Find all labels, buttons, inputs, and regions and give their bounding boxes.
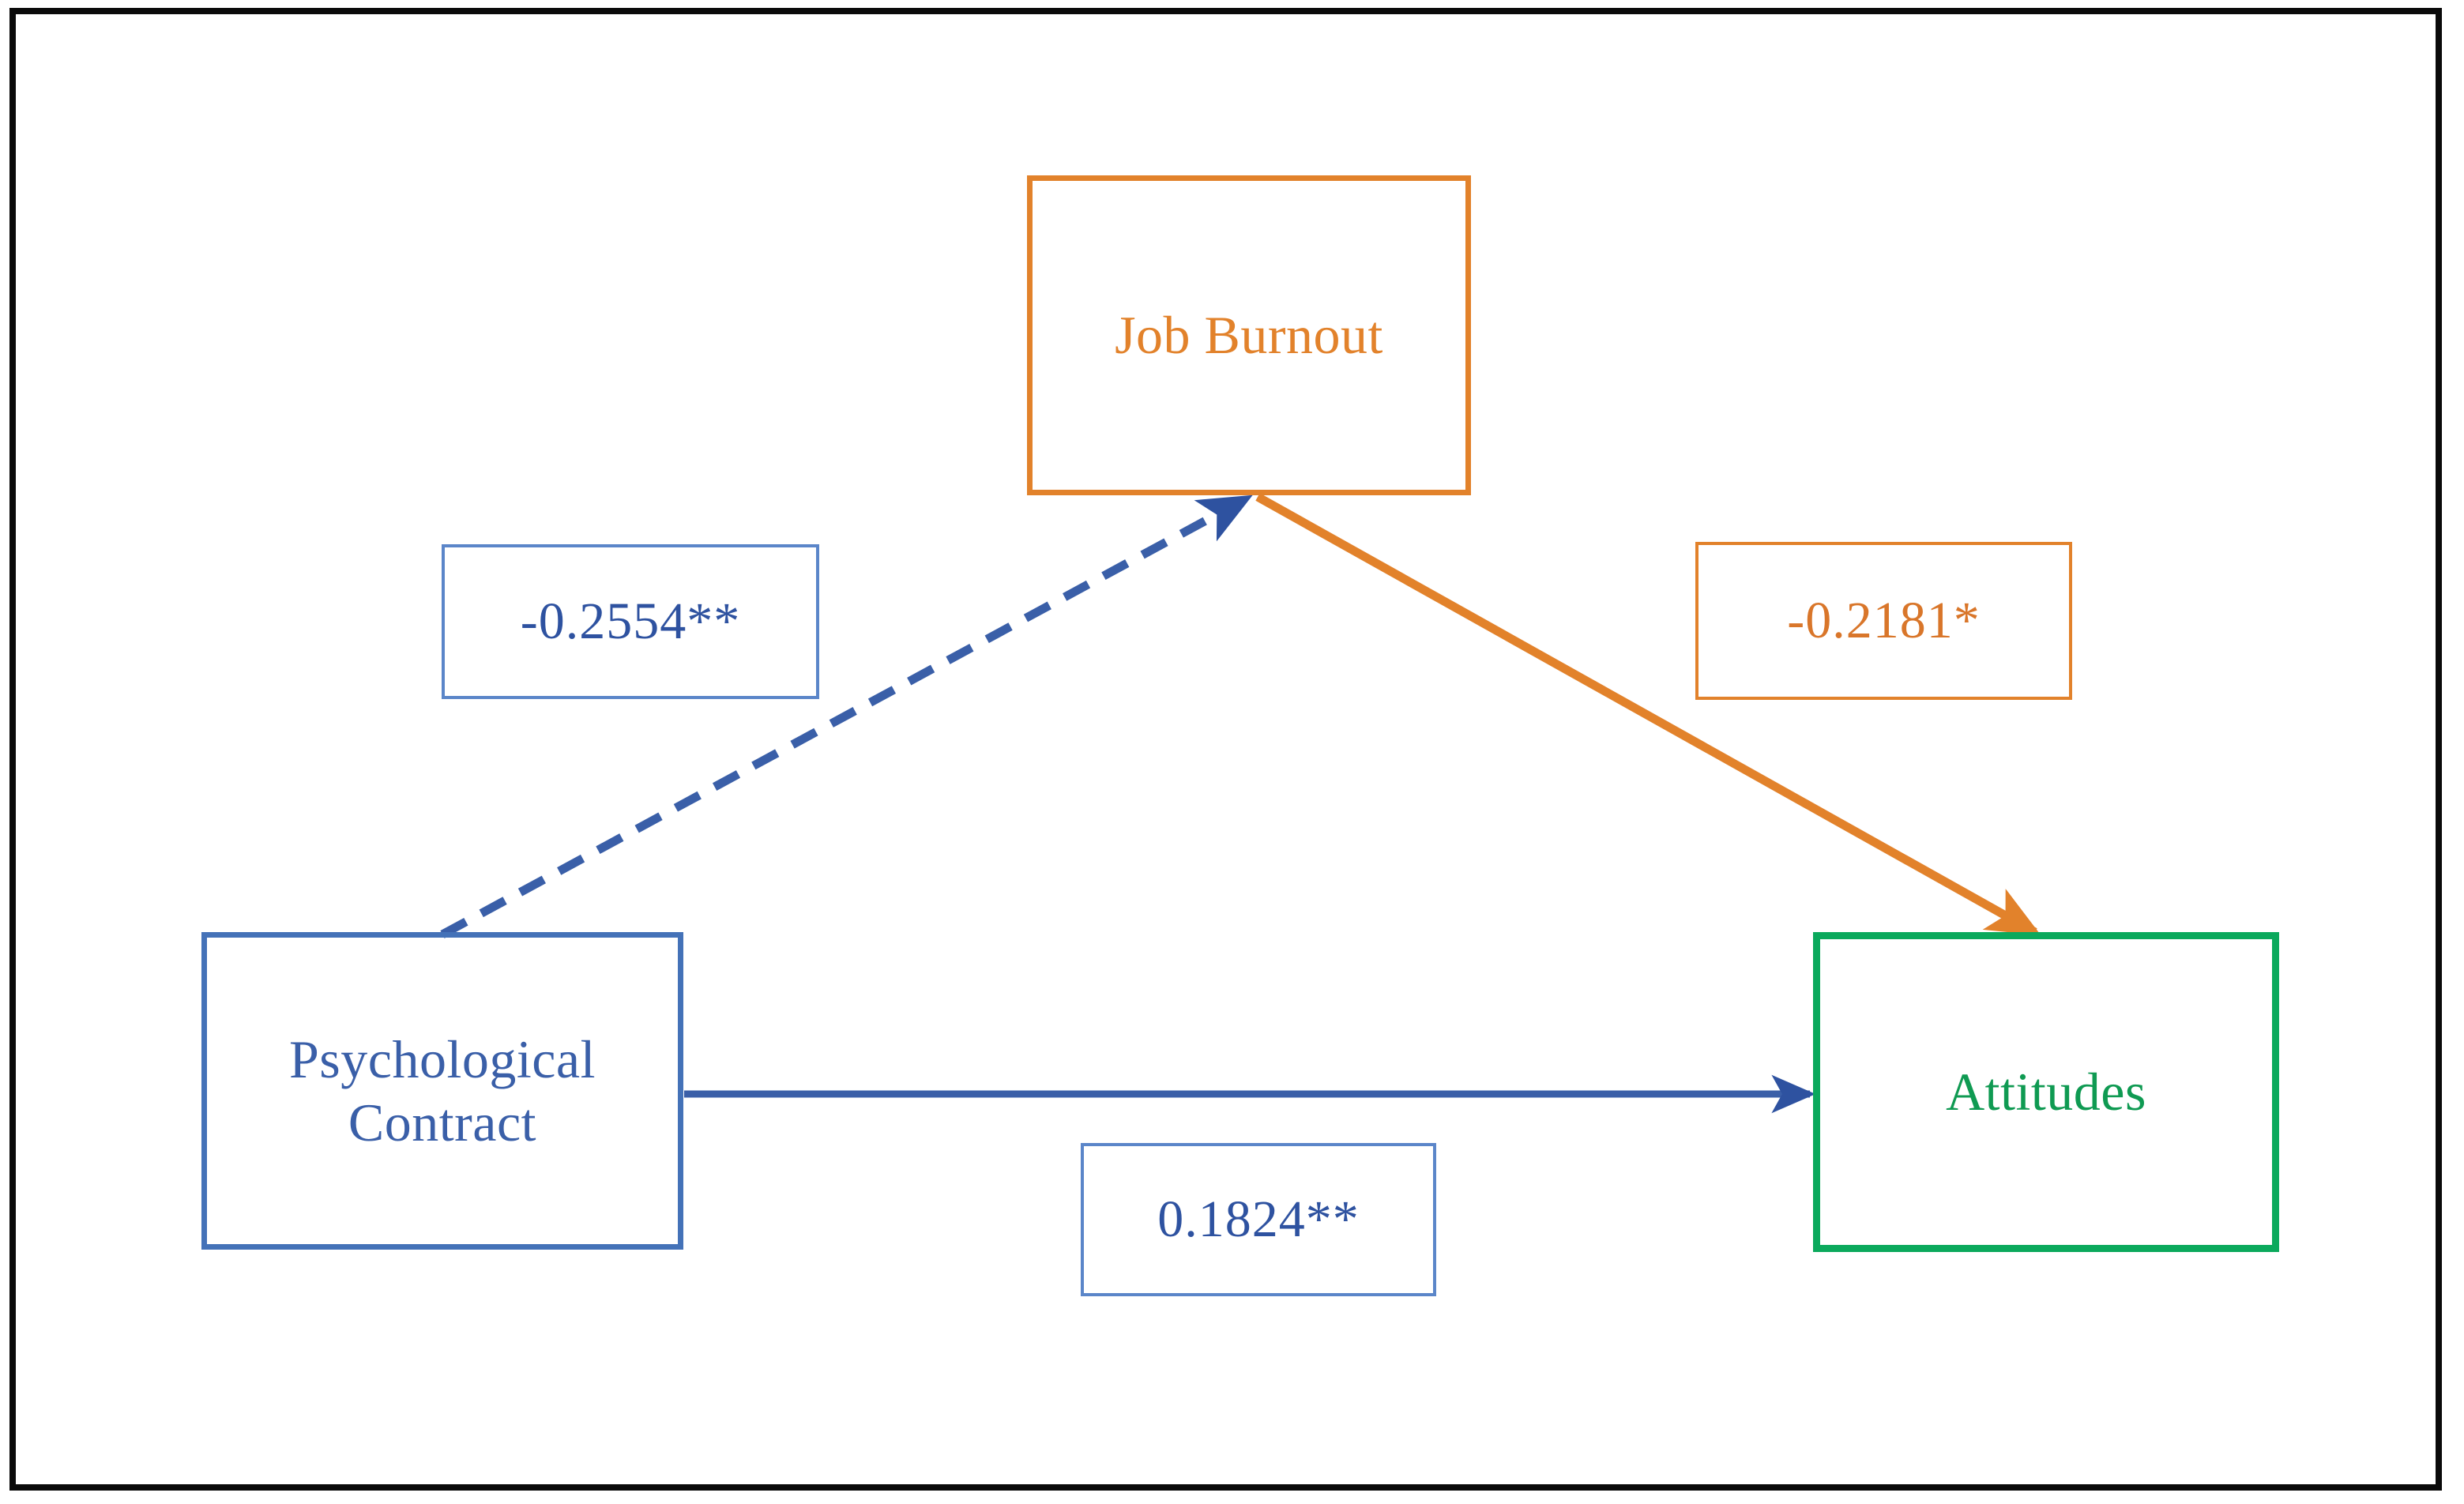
coefficient-value-pc-to-attitudes: 0.1824**: [1157, 1190, 1360, 1248]
node-psychological-contract[interactable]: Psychological Contract: [201, 932, 683, 1250]
coefficient-box-pc-to-burnout[interactable]: -0.2554**: [442, 544, 819, 699]
figure-border: [9, 8, 2442, 1491]
path-arrow-burnout-to-attitudes: [1255, 493, 2041, 936]
path-arrow-pc-to-burnout: [440, 494, 1253, 938]
node-attitudes-label: Attitudes: [1946, 1062, 2146, 1122]
node-job-burnout-label: Job Burnout: [1115, 305, 1383, 366]
node-job-burnout[interactable]: Job Burnout: [1027, 175, 1471, 495]
coefficient-value-pc-to-burnout: -0.2554**: [520, 592, 741, 650]
node-attitudes[interactable]: Attitudes: [1813, 932, 2279, 1252]
coefficient-box-pc-to-attitudes[interactable]: 0.1824**: [1081, 1143, 1436, 1296]
coefficient-box-burnout-to-attitudes[interactable]: -0.2181*: [1695, 542, 2072, 700]
node-psychological-contract-label: Psychological Contract: [288, 1028, 596, 1152]
coefficient-value-burnout-to-attitudes: -0.2181*: [1787, 592, 1981, 649]
